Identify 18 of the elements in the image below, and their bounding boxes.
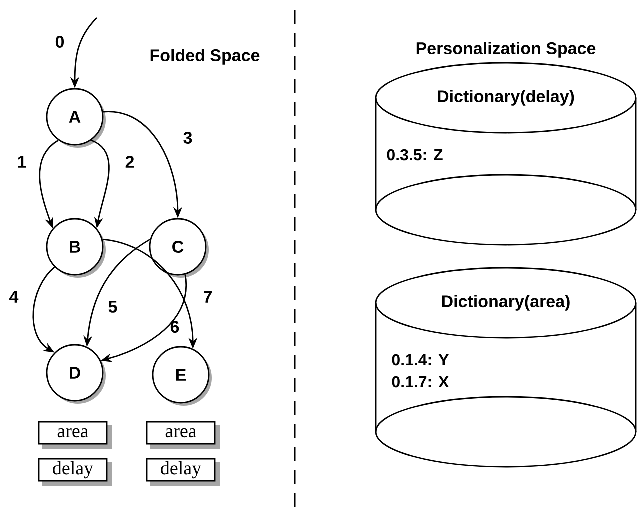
node-label: 0.1.7: X: [392, 376, 450, 388]
section-title: Folded Space: [150, 49, 260, 65]
edge-label: 7: [204, 291, 212, 303]
attribute-box: area: [38, 421, 112, 449]
edge-label: 2: [126, 156, 134, 168]
node-label: 0.3.5: Z: [387, 149, 443, 161]
attribute-box: delay: [146, 458, 220, 486]
edge-label: 6: [170, 320, 180, 334]
database-cylinder: Dictionary(delay) 0.3.5: Z: [375, 62, 637, 246]
database-cylinder: Dictionary(area) 0.1.4: Y 0.1.7: X: [375, 267, 637, 468]
edge-label: 5: [108, 301, 118, 313]
edge-label: 0: [56, 36, 64, 48]
edge-label: 3: [184, 132, 192, 144]
edge-label: 1: [18, 156, 26, 168]
attribute-box: area: [146, 421, 220, 449]
node-label: 0.1.4: Y: [392, 354, 449, 366]
attribute-box: delay: [38, 458, 112, 486]
edge-label: 4: [10, 291, 19, 303]
